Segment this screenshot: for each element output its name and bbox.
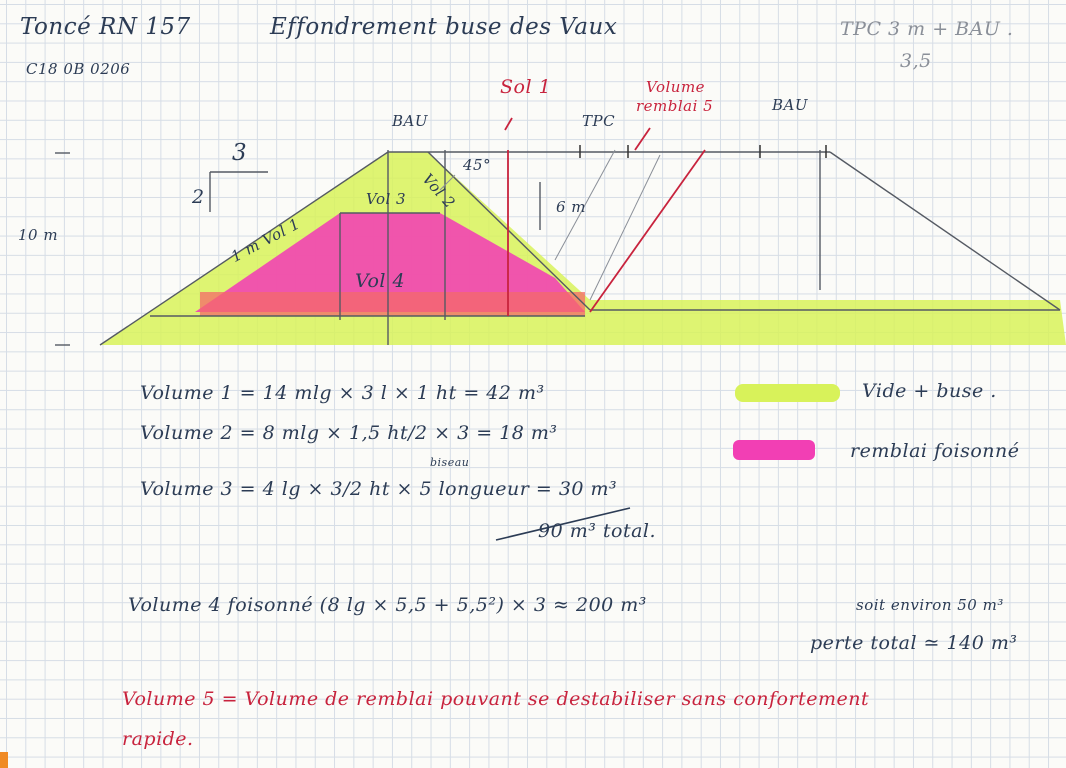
label-vol4: Vol 4: [355, 270, 406, 292]
pink-remblai-area: [195, 213, 585, 312]
label-bau-left: BAU: [392, 112, 428, 130]
calc-volume-2: Volume 2 = 8 mlg × 1,5 ht/2 × 3 = 18 m³: [140, 422, 558, 444]
calc-volume-4-extra: soit environ 50 m³: [856, 596, 1004, 614]
label-volume-remblai-2: remblai 5: [636, 97, 714, 115]
label-height-10m: 10 m: [18, 226, 59, 244]
volume5-note-line1: Volume 5 = Volume de remblai pouvant se …: [122, 688, 870, 710]
page-title: Effondrement buse des Vaux: [270, 14, 618, 40]
tpc-note-value: 3,5: [900, 50, 932, 72]
calc-volume-3: Volume 3 = 4 lg × 3/2 ht × 5 longueur = …: [140, 478, 618, 500]
calc-volume-1: Volume 1 = 14 mlg × 3 l × 1 ht = 42 m³: [140, 382, 545, 404]
calc-volume-4: Volume 4 foisonné (8 lg × 5,5 + 5,5²) × …: [128, 594, 647, 616]
calc-volume-2-note: biseau: [430, 456, 470, 469]
legend-pink-swatch: [733, 440, 815, 460]
label-volume-remblai-1: Volume: [646, 78, 706, 96]
label-slope-side: 2: [192, 186, 205, 208]
legend-green-swatch: [735, 384, 840, 402]
calc-total: 90 m³ total.: [538, 520, 657, 542]
orange-base-band: [200, 292, 585, 316]
legend-pink-label: remblai foisonné: [850, 440, 1020, 462]
label-height-6m: 6 m: [556, 198, 587, 216]
title-location: Toncé RN 157: [20, 14, 191, 40]
tpc-note: TPC 3 m + BAU .: [840, 18, 1014, 40]
label-angle: 45°: [463, 156, 492, 174]
label-vol3: Vol 3: [366, 190, 407, 208]
calc-perte-totale: perte total ≃ 140 m³: [810, 632, 1018, 654]
label-tpc: TPC: [582, 112, 616, 130]
label-sol1: Sol 1: [500, 76, 552, 98]
reference-number: C18 0B 0206: [26, 60, 131, 78]
label-bau-right: BAU: [772, 96, 808, 114]
embankment-sketch: [55, 117, 1066, 346]
corner-mark: [0, 752, 8, 768]
label-slope-top: 3: [232, 140, 248, 166]
total-underline: [495, 507, 631, 541]
volume5-note-line2: rapide.: [122, 728, 194, 750]
legend-green-label: Vide + buse .: [862, 380, 997, 402]
